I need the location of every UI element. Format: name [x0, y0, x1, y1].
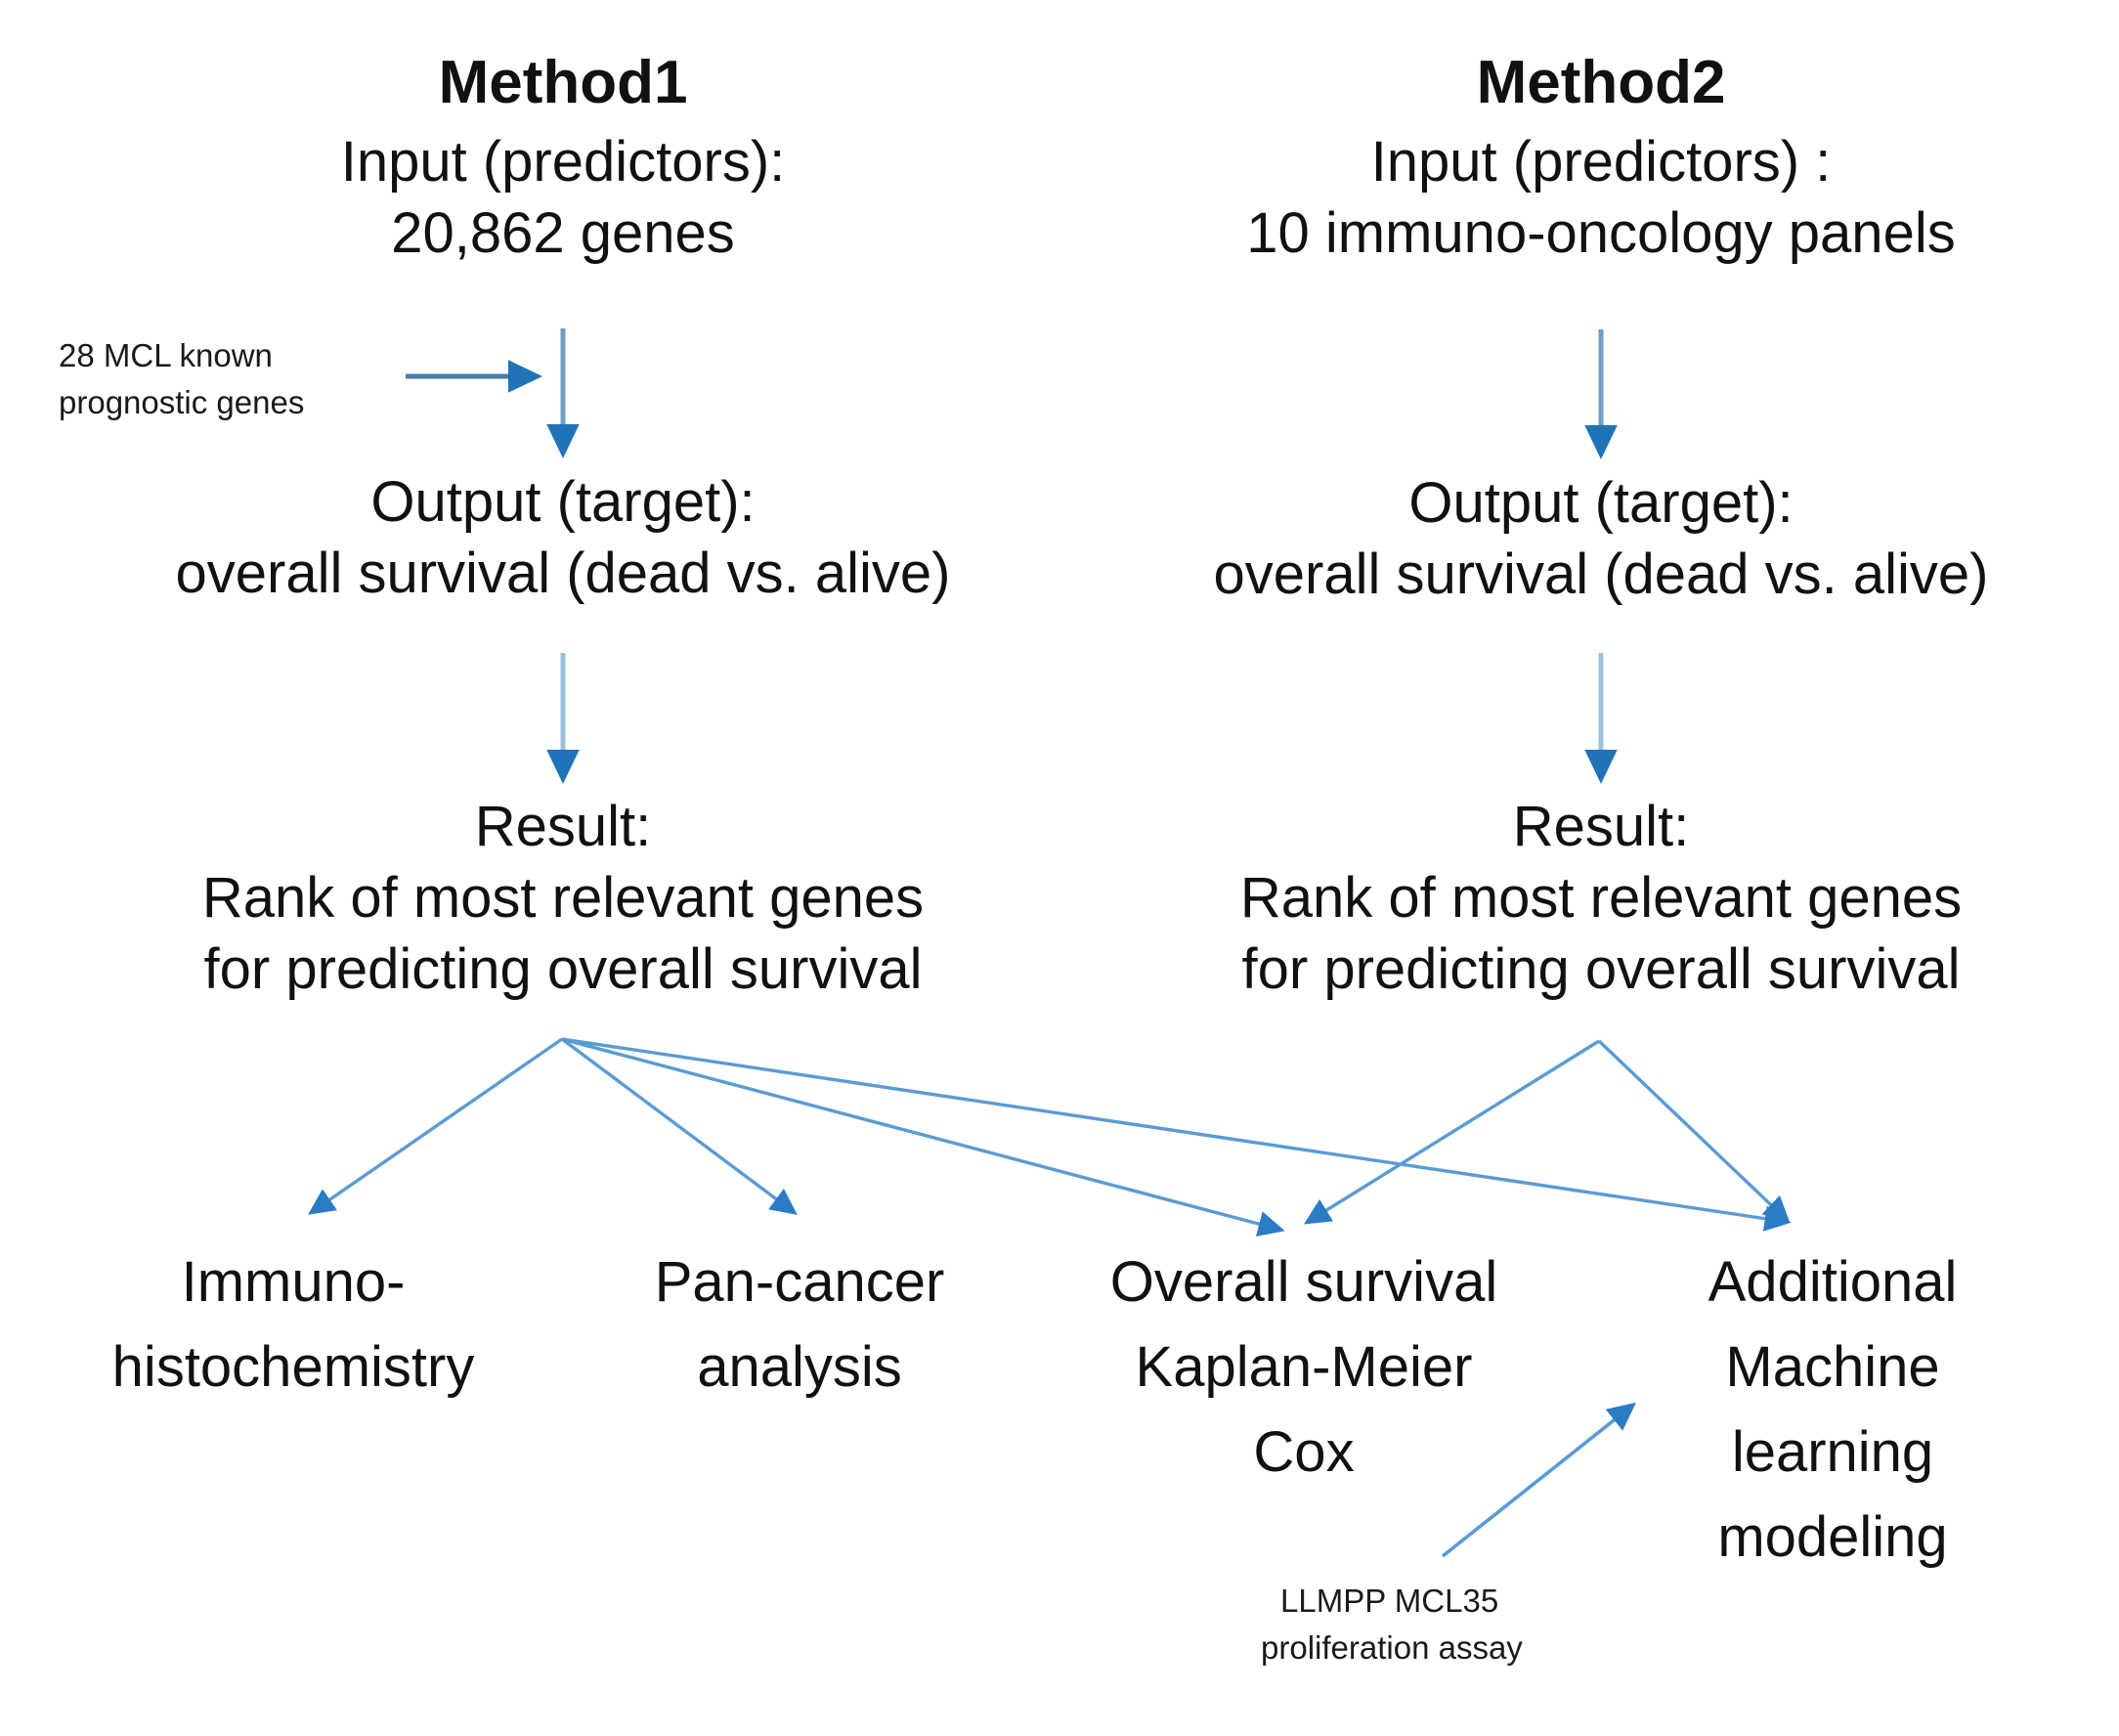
edge-method2-result-to-os: [1303, 1039, 1600, 1225]
outcome-immunohistochemistry-line1: Immuno-: [181, 1250, 406, 1314]
method2-input-value: 10 immuno-oncology panels: [1246, 201, 1956, 265]
edge-method1-result-to-os: [561, 1037, 1285, 1237]
method2-input-label: Input (predictors) :: [1370, 130, 1832, 194]
outcome-additional-ml-modeling-line3: learning: [1731, 1420, 1934, 1484]
outcome-overall-survival-km-cox-line3: Cox: [1253, 1420, 1355, 1484]
method1-result-line2: for predicting overall survival: [203, 937, 923, 1001]
method1-output-label: Output (target):: [370, 470, 756, 534]
outcome-overall-survival-km-cox-line2: Kaplan-Meier: [1135, 1335, 1473, 1399]
edge-method2-result-to-ml: [1597, 1039, 1791, 1224]
outcome-additional-ml-modeling-line1: Additional: [1708, 1250, 1958, 1314]
outcome-immunohistochemistry-line2: histochemistry: [111, 1335, 475, 1399]
outcome-pan-cancer-analysis-line2: analysis: [697, 1335, 902, 1399]
method2-result-line1: Rank of most relevant genes: [1239, 866, 1963, 930]
note-llmpp-assay-line2: proliferation assay: [1261, 1629, 1523, 1666]
method2-output-value: overall survival (dead vs. alive): [1213, 542, 1989, 606]
note-llmpp-assay-line1: LLMPP MCL35: [1280, 1583, 1499, 1619]
note-mcl-known-genes-line2: prognostic genes: [59, 384, 305, 420]
method1-title: Method1: [438, 49, 688, 116]
outcome-pan-cancer-analysis-line1: Pan-cancer: [654, 1250, 945, 1314]
method1-result-line1: Rank of most relevant genes: [201, 866, 925, 930]
edge-method1-result-to-ml: [561, 1037, 1792, 1232]
method1-result-label: Result:: [474, 795, 652, 858]
method2-result-label: Result:: [1512, 795, 1690, 858]
method2-output-label: Output (target):: [1408, 471, 1794, 535]
method1-output-value: overall survival (dead vs. alive): [175, 542, 951, 605]
method2-title: Method2: [1476, 49, 1726, 116]
outcome-additional-ml-modeling-line2: Machine: [1725, 1335, 1940, 1399]
method2-result-line2: for predicting overall survival: [1241, 937, 1961, 1001]
edge-method1-result-to-pancancer: [560, 1037, 798, 1215]
outcome-overall-survival-km-cox-line1: Overall survival: [1109, 1250, 1498, 1314]
note-mcl-known-genes-line1: 28 MCL known: [59, 337, 273, 373]
outcome-additional-ml-modeling-line4: modeling: [1717, 1505, 1948, 1569]
method1-input-value: 20,862 genes: [391, 201, 735, 265]
method1-input-label: Input (predictors):: [340, 130, 786, 194]
edge-method1-result-to-ihc: [308, 1037, 563, 1215]
